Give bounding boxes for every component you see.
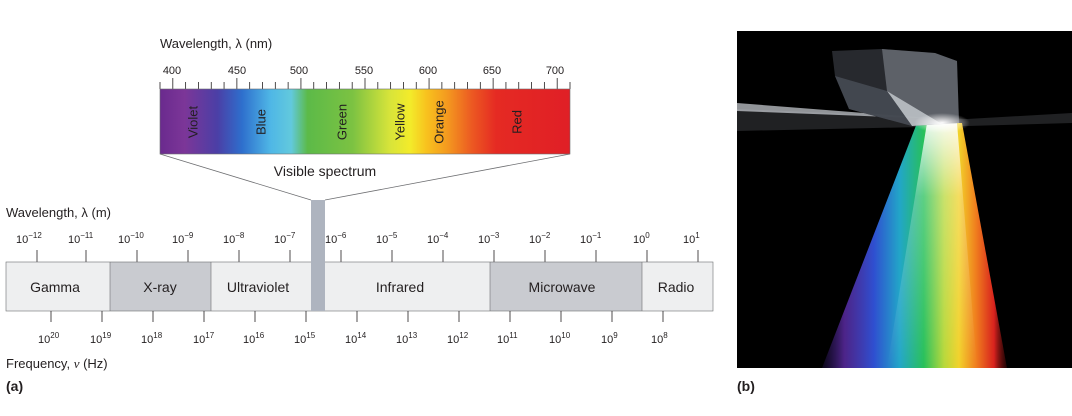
nm-tick-label: 550	[355, 65, 373, 77]
region-bar-outline	[5, 261, 714, 312]
prism-photo	[737, 31, 1072, 368]
em-wavelength-label: Wavelength, λ (m)	[6, 205, 111, 220]
wavelength-tick-label: 101	[683, 231, 700, 246]
frequency-tick-label: 1020	[38, 331, 60, 346]
prism-icon	[832, 49, 959, 126]
prism-dispersion-image	[737, 31, 1072, 368]
visible-axis-label: Wavelength, λ (nm)	[160, 36, 272, 51]
visible-spectrum-caption: Visible spectrum	[274, 163, 376, 179]
visible-spectrum-bar	[159, 88, 571, 155]
region-label-ultraviolet: Ultraviolet	[227, 279, 289, 295]
band-label-yellow: Yellow	[392, 103, 407, 141]
band-label-orange: Orange	[431, 100, 446, 143]
wavelength-tick-labels: 10−12 10−11 10−10 10−9 10−8 10−7 10−6 10…	[16, 231, 700, 246]
panel-label-b: (b)	[737, 378, 755, 394]
wavelength-tick-label: 10−12	[16, 231, 42, 246]
wavelength-tick-label: 10−3	[478, 231, 500, 246]
wavelength-tick-label: 10−1	[580, 231, 602, 246]
band-label-violet: Violet	[185, 105, 200, 138]
nm-tick-label: 600	[419, 65, 437, 77]
wavelength-tick-label: 10−2	[529, 231, 551, 246]
frequency-tick-label: 109	[601, 331, 618, 346]
em-region-bar	[5, 261, 714, 312]
region-gamma	[6, 262, 110, 311]
rainbow-highlight	[887, 123, 977, 368]
funnel-line-right	[324, 153, 571, 201]
wavelength-tick-label: 10−8	[223, 231, 245, 246]
region-ultraviolet	[211, 262, 311, 311]
wavelength-tick-label: 10−9	[172, 231, 194, 246]
light-exit-glow	[914, 113, 970, 133]
frequency-tick-label: 1016	[243, 331, 265, 346]
wavelength-tick-label: 10−4	[427, 231, 449, 246]
nm-tick-label: 450	[228, 65, 246, 77]
region-x-ray	[110, 262, 211, 311]
frequency-axis-label: Frequency, ν (Hz)	[6, 356, 108, 371]
frequency-tick-label: 108	[651, 331, 668, 346]
panel-label-a: (a)	[6, 378, 24, 394]
frequency-tick-label: 1011	[497, 331, 518, 346]
region-label-gamma: Gamma	[30, 279, 80, 295]
spectrum-diagram: Wavelength, λ (nm) 400 450 500 550 600 6…	[5, 36, 714, 371]
wavelength-tick-label: 100	[633, 231, 650, 246]
frequency-tick-label: 1019	[90, 331, 112, 346]
wavelength-tick-label: 10−5	[376, 231, 398, 246]
nm-tick-marks	[159, 78, 571, 89]
nm-tick-label: 500	[290, 65, 308, 77]
frequency-tick-label: 1018	[141, 331, 163, 346]
region-label-microwave: Microwave	[529, 279, 596, 295]
frequency-tick-label: 1014	[345, 331, 367, 346]
region-radio	[642, 262, 713, 311]
nm-tick-label: 700	[546, 65, 564, 77]
band-label-red: Red	[509, 110, 524, 134]
wavelength-tick-label: 10−6	[325, 231, 347, 246]
nm-tick-label: 650	[483, 65, 501, 77]
frequency-tick-marks	[50, 311, 664, 322]
funnel-line-left	[159, 153, 312, 201]
frequency-tick-label: 1015	[294, 331, 316, 346]
region-label-infrared: Infrared	[376, 279, 424, 295]
frequency-tick-labels: 1020 1019 1018 1017 1016 1015 1014 1013 …	[38, 331, 668, 346]
wavelength-tick-label: 10−7	[274, 231, 296, 246]
band-label-blue: Blue	[253, 109, 268, 135]
region-label-radio: Radio	[658, 279, 695, 295]
nm-tick-label: 400	[163, 65, 181, 77]
wavelength-tick-label: 10−11	[68, 231, 94, 246]
region-infrared	[325, 262, 490, 311]
frequency-tick-label: 1012	[447, 331, 469, 346]
nm-tick-labels: 400 450 500 550 600 650 700	[163, 65, 564, 77]
frequency-tick-label: 1010	[549, 331, 571, 346]
wavelength-tick-label: 10−10	[118, 231, 144, 246]
frequency-tick-label: 1013	[396, 331, 418, 346]
band-label-green: Green	[334, 104, 349, 140]
visible-region-strip	[311, 200, 325, 311]
frequency-tick-label: 1017	[193, 331, 215, 346]
region-labels: Gamma X-ray Ultraviolet Infrared Microwa…	[30, 279, 694, 295]
region-microwave	[490, 262, 642, 311]
wavelength-tick-marks	[36, 250, 699, 262]
color-band-labels: Violet Blue Green Yellow Orange Red	[185, 100, 524, 143]
region-label-x-ray: X-ray	[143, 279, 176, 295]
